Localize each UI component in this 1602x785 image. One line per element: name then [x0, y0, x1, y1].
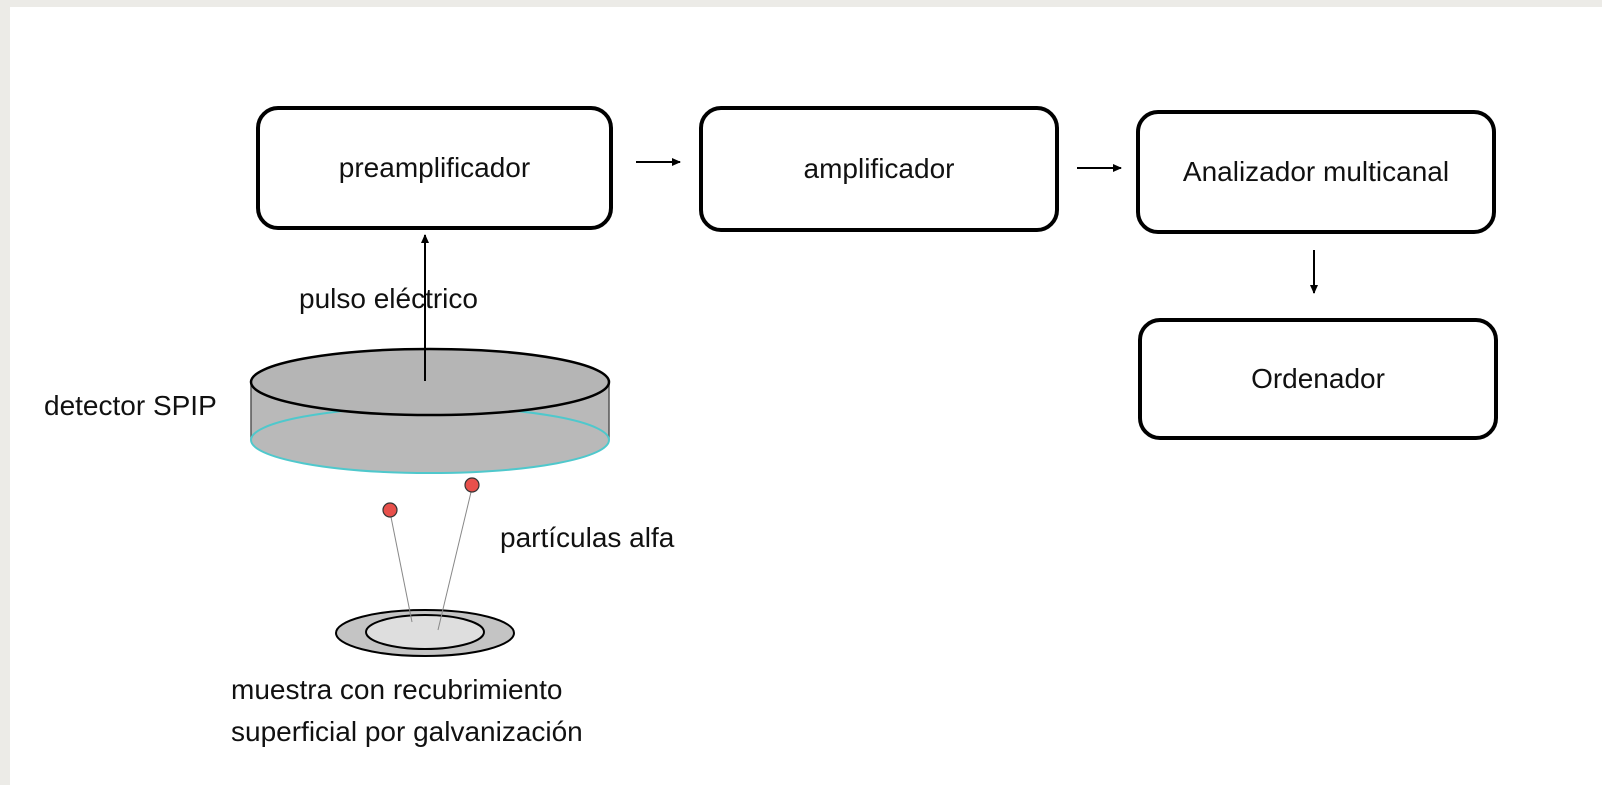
sample-label-line-1: muestra con recubrimiento [231, 674, 563, 705]
computer-box: Ordenador [1138, 318, 1498, 440]
sample-inner-coating [365, 614, 485, 650]
alpha-track-left [389, 511, 413, 623]
sample-disc [335, 609, 515, 657]
alpha-particle-right [464, 477, 480, 493]
sample-label-line-2: superficial por galvanización [231, 716, 583, 747]
pulse-label: pulso eléctrico [299, 283, 478, 314]
alpha-particle-left [382, 502, 398, 518]
amplifier-box: amplificador [699, 106, 1059, 232]
detector-top-face [249, 347, 611, 417]
alpha-particles-label: partículas alfa [500, 522, 675, 553]
multichannel-analyzer-box: Analizador multicanal [1136, 110, 1496, 234]
preamplifier-box: preamplificador [256, 106, 613, 230]
detector-label: detector SPIP [44, 390, 217, 421]
detector-cylinder [249, 347, 611, 474]
alpha-track-right [437, 487, 473, 631]
